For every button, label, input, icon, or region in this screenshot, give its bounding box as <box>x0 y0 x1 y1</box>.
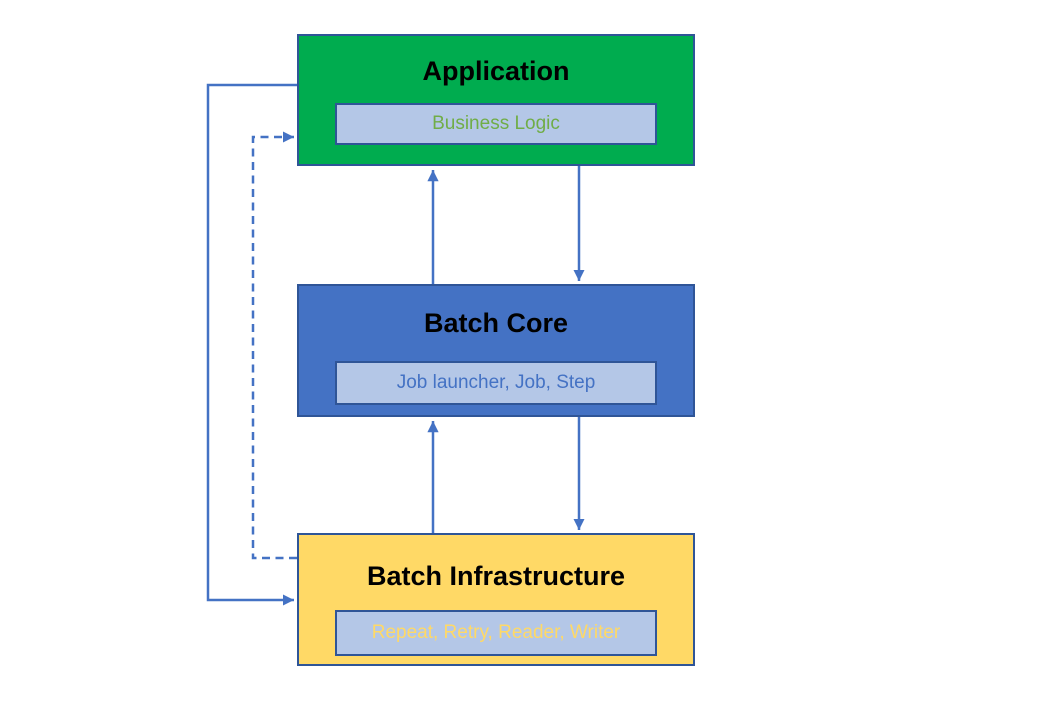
batch-infrastructure-components-box: Repeat, Retry, Reader, Writer <box>335 610 657 656</box>
batch-core-components-label: Job launcher, Job, Step <box>396 372 596 393</box>
batch-infrastructure-title: Batch Infrastructure <box>366 561 626 591</box>
layer-batch-core: Batch Core Job launcher, Job, Step <box>297 284 695 417</box>
layer-application: Application Business Logic <box>297 34 695 166</box>
batch-core-title: Batch Core <box>423 308 569 338</box>
batch-infrastructure-components-label: Repeat, Retry, Reader, Writer <box>371 622 621 643</box>
application-title: Application <box>422 56 570 86</box>
arrow-application-to-infrastructure <box>206 83 297 606</box>
layer-batch-infrastructure: Batch Infrastructure Repeat, Retry, Read… <box>297 533 695 666</box>
business-logic-box: Business Logic <box>335 103 657 145</box>
batch-core-components-box: Job launcher, Job, Step <box>335 361 657 405</box>
business-logic-label: Business Logic <box>432 113 560 134</box>
arrow-infrastructure-to-application-dashed <box>251 131 297 560</box>
